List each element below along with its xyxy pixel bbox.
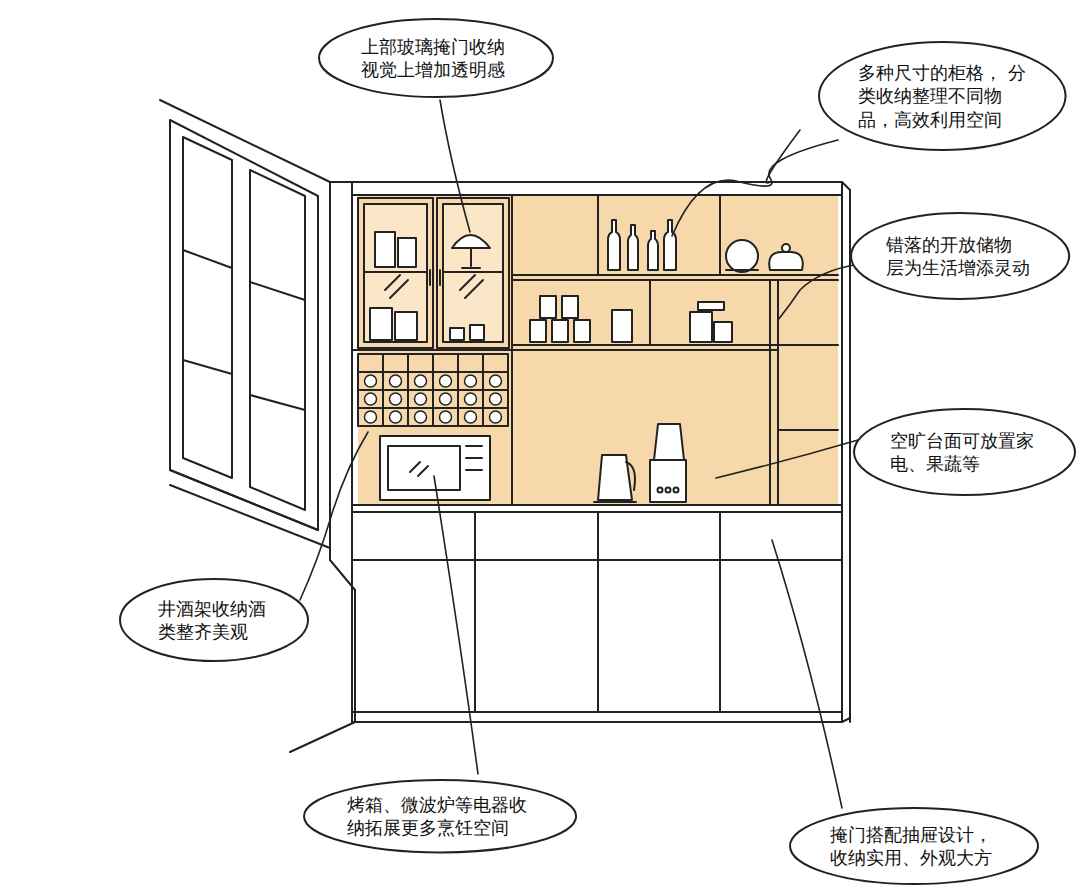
bubble-outline [853, 408, 1076, 496]
callout-bubble: 烤箱、微波炉等电器收 纳拓展更多烹饪空间 [303, 779, 577, 853]
callout-bubble: 井酒架收纳酒 类整齐美观 [119, 578, 309, 662]
bubble-outline [318, 18, 554, 98]
callout-bubble: 掩门搭配抽屉设计， 收纳实用、外观大方 [789, 807, 1039, 885]
cabinet [352, 182, 850, 722]
callout-text: 烤箱、微波炉等电器收 纳拓展更多烹饪空间 [347, 793, 533, 840]
callout-bubble: 上部玻璃掩门收纳 视觉上增加透明感 [318, 18, 554, 98]
callout-text: 错落的开放储物 层为生活增添灵动 [886, 233, 1034, 280]
bubble-outline [303, 779, 577, 853]
callout-text: 空旷台面可放置家 电、果蔬等 [890, 429, 1040, 476]
leader-lines [300, 100, 860, 808]
callout-text: 上部玻璃掩门收纳 视觉上增加透明感 [361, 35, 511, 82]
callout-bubble: 多种尺寸的柜格， 分类收纳整理不同物 品，高效利用空间 [818, 41, 1067, 151]
callout-text: 多种尺寸的柜格， 分类收纳整理不同物 品，高效利用空间 [858, 61, 1026, 131]
callout-bubble: 错落的开放储物 层为生活增添灵动 [850, 212, 1070, 300]
callout-text: 井酒架收纳酒 类整齐美观 [158, 597, 270, 644]
bubble-outline [119, 578, 309, 662]
callout-text: 掩门搭配抽屉设计， 收纳实用、外观大方 [830, 823, 998, 870]
callout-bubble: 空旷台面可放置家 电、果蔬等 [853, 408, 1076, 496]
bubble-outline [789, 807, 1039, 885]
bubble-outline [850, 212, 1070, 300]
